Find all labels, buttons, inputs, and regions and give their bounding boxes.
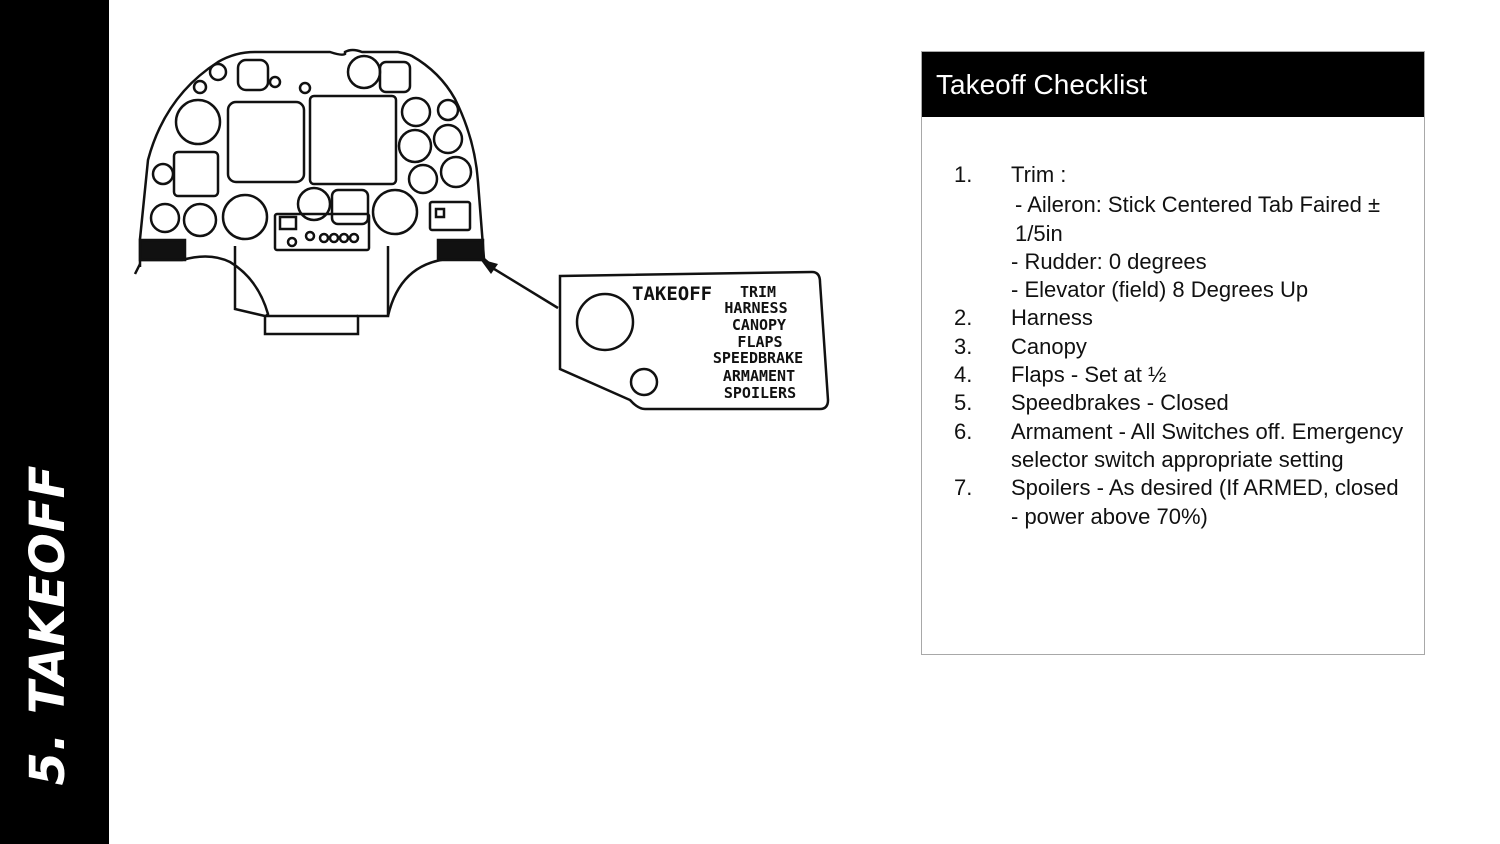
checklist-item-armament: 6. Armament - All Switches off. Emergenc… xyxy=(954,418,1408,475)
checklist-title: Takeoff Checklist xyxy=(922,52,1424,117)
placard-item: TRIM xyxy=(740,283,776,301)
item-text: Spoilers - As desired (If ARMED, closed … xyxy=(1011,475,1399,529)
item-number: 1. xyxy=(954,162,973,187)
item-text: Speedbrakes - Closed xyxy=(1011,390,1229,416)
trim-elevator-setting: - Elevator (field) 8 Degrees Up xyxy=(1011,277,1309,303)
instrument-panel-figure: TAKEOFF TRIM HARNESS CANOPY FLAPS SPEEDB… xyxy=(133,48,830,411)
pointer-arrowhead xyxy=(480,259,498,274)
item-number: 3. xyxy=(954,333,973,359)
placard-item: SPOILERS xyxy=(724,384,796,402)
item-number: 7. xyxy=(954,475,973,501)
checklist-item-harness: 2. Harness xyxy=(954,304,1408,332)
checklist-item-trim: 1. Trim : - Aileron: Stick Centered Tab … xyxy=(954,161,1408,304)
checklist-item-flaps: 4. Flaps - Set at ½ xyxy=(954,361,1408,389)
instrument-panel-drawing xyxy=(133,48,559,336)
trim-rudder-setting: - Rudder: 0 degrees xyxy=(1011,248,1207,274)
checklist-item-canopy: 3. Canopy xyxy=(954,333,1408,361)
placard-item: FLAPS xyxy=(737,333,782,351)
item-number: 4. xyxy=(954,362,973,388)
section-sidebar: 5. TAKEOFF xyxy=(0,0,109,844)
takeoff-placard: TAKEOFF TRIM HARNESS CANOPY FLAPS SPEEDB… xyxy=(558,270,830,411)
placard-item: CANOPY xyxy=(732,316,786,334)
placard-item: SPEEDBRAKE xyxy=(713,349,803,367)
checklist-items: 1. Trim : - Aileron: Stick Centered Tab … xyxy=(922,117,1424,531)
placard-item: HARNESS xyxy=(724,299,787,317)
item-number: 6. xyxy=(954,418,973,444)
item-text: Harness xyxy=(1011,305,1093,331)
item-number: 5. xyxy=(954,390,973,416)
item-text: Flaps - Set at ½ xyxy=(1011,362,1167,388)
item-text: Canopy xyxy=(1011,333,1087,359)
item-number: 2. xyxy=(954,305,973,331)
section-title: 5. TAKEOFF xyxy=(20,464,76,786)
item-text: Armament - All Switches off. Emergency s… xyxy=(1011,418,1404,472)
takeoff-checklist-panel: Takeoff Checklist 1. Trim : - Aileron: S… xyxy=(921,51,1425,655)
checklist-item-speedbrakes: 5. Speedbrakes - Closed xyxy=(954,389,1408,417)
checklist-item-spoilers: 7. Spoilers - As desired (If ARMED, clos… xyxy=(954,474,1408,531)
placard-heading: TAKEOFF xyxy=(632,283,712,305)
placard-item: ARMAMENT xyxy=(723,367,795,385)
trim-aileron-setting: - Aileron: Stick Centered Tab Faired ± 1… xyxy=(1015,192,1381,246)
item-text: Trim : xyxy=(1011,162,1067,187)
